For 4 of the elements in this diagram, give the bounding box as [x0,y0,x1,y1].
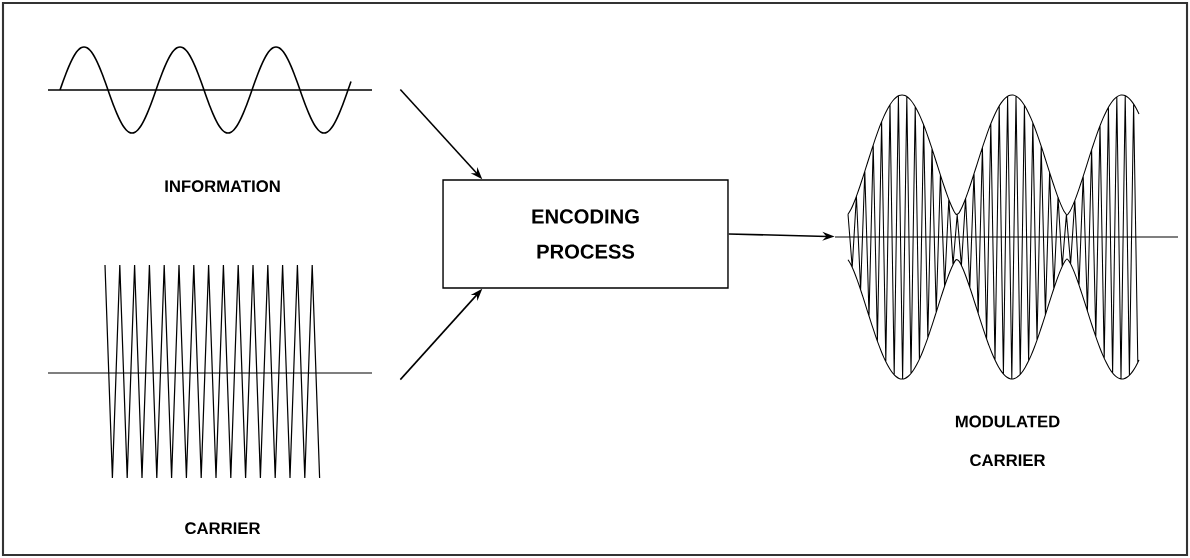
waveform-caption: MODULATED CARRIER [955,415,1060,467]
waveform-caption: INFORMATION [165,180,280,193]
process-box: ENCODING PROCESS [442,179,729,289]
waveform-caption: CARRIER [185,522,261,535]
